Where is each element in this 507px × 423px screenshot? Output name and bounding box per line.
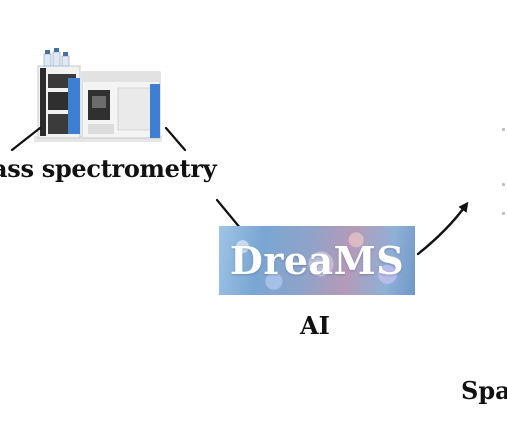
dreams-logo-text: DreaMS [229,238,405,283]
mass-spectrometry-label: ass spectrometry [0,154,217,183]
ai-label: AI [300,311,330,340]
connector-to-dreams [215,198,243,231]
edge-mark [502,183,505,186]
edge-mark [502,212,505,215]
dreams-banner: DreaMS [219,226,415,295]
mass-spectrometer-icon [34,48,162,142]
arrow-dreams-to-spa [416,201,469,256]
edge-mark [502,128,505,131]
spa-label: Spa [461,376,507,405]
connector-right [164,126,187,152]
